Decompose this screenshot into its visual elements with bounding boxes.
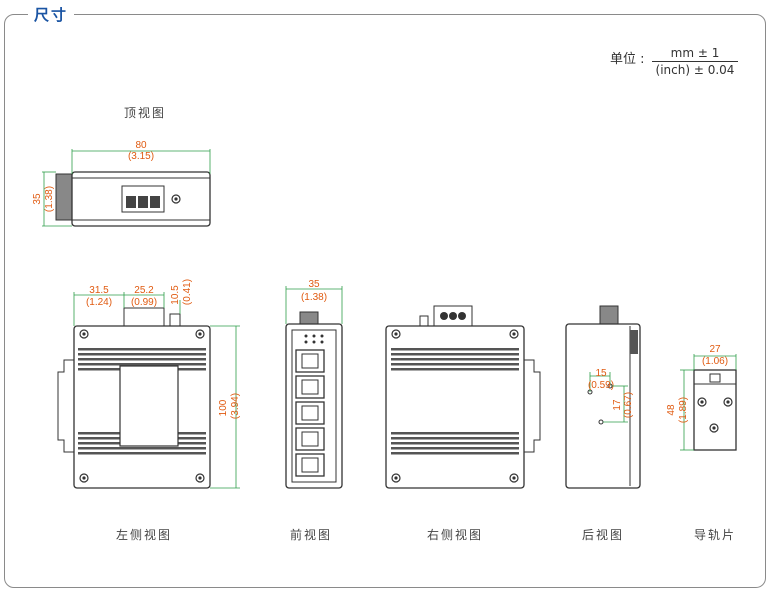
unit-numerator: mm ± 1	[652, 46, 738, 62]
dim-rail-w-mm: 27	[709, 344, 721, 355]
unit-legend: 单位 : mm ± 1 (inch) ± 0.04	[610, 46, 738, 77]
top-view-drawing: 80 (3.15) 35 (1.38)	[32, 140, 211, 227]
rear-view-drawing: 15 (0.59) 17 (0.67)	[565, 305, 641, 489]
caption-top-view: 顶视图	[124, 106, 167, 120]
dim-left-h-in: (3.94)	[230, 393, 241, 419]
dim-rail-w-in: (1.06)	[702, 356, 728, 367]
dim-front-w-mm: 35	[308, 279, 320, 290]
unit-label: 单位 :	[610, 52, 645, 67]
right-din-clip	[524, 359, 541, 453]
dim-rear-b-in: (0.67)	[623, 392, 634, 418]
rail-body	[693, 369, 737, 451]
dim-left-c-in: (0.41)	[182, 279, 193, 305]
unit-fraction: mm ± 1 (inch) ± 0.04	[652, 46, 738, 77]
left-din-clip	[57, 359, 74, 453]
left-side-view-drawing: 31.5 (1.24) 25.2 (0.99) 10.5 (0.41) 100 …	[57, 279, 241, 489]
caption-left-side-view: 左侧视图	[116, 528, 173, 542]
section-title: 尺寸	[34, 6, 69, 24]
dimensions-frame	[4, 14, 766, 588]
dim-left-a-in: (1.24)	[86, 297, 112, 308]
right-side-view-drawing	[385, 305, 541, 489]
top-view-din-clip	[55, 173, 75, 221]
left-view-label-plate	[119, 365, 179, 447]
dim-top-depth-in: (1.38)	[44, 186, 55, 212]
dim-left-b-in: (0.99)	[131, 297, 157, 308]
ethernet-ports	[295, 349, 325, 477]
section-title-wrap: 尺寸	[28, 4, 75, 25]
dim-rail-h-mm: 48	[666, 404, 677, 416]
front-view-drawing: 35 (1.38)	[285, 279, 343, 489]
dim-left-b-mm: 25.2	[134, 285, 154, 296]
caption-right-side-view: 右侧视图	[427, 528, 484, 542]
dim-left-a-mm: 31.5	[89, 285, 109, 296]
dim-left-c-mm: 10.5	[170, 285, 181, 305]
dim-rear-b-mm: 17	[612, 399, 623, 411]
dim-left-h-mm: 100	[218, 399, 229, 416]
dim-top-width-in: (3.15)	[128, 151, 154, 162]
dim-top-width-mm: 80	[135, 140, 147, 151]
dim-rear-a-mm: 15	[595, 368, 607, 379]
left-terminal-block	[123, 307, 165, 327]
unit-denominator: (inch) ± 0.04	[655, 63, 735, 77]
caption-rear-view: 后视图	[582, 528, 625, 542]
dim-rear-a-in: (0.59)	[588, 380, 614, 391]
dim-rail-h-in: (1.89)	[678, 397, 689, 423]
caption-front-view: 前视图	[290, 528, 333, 542]
dim-top-depth-mm: 35	[32, 193, 43, 205]
caption-rail-view: 导轨片	[694, 528, 737, 542]
rear-view-body	[565, 323, 641, 489]
rail-drawing: 27 (1.06) 48 (1.89)	[666, 344, 737, 451]
dim-front-w-in: (1.38)	[301, 292, 327, 303]
